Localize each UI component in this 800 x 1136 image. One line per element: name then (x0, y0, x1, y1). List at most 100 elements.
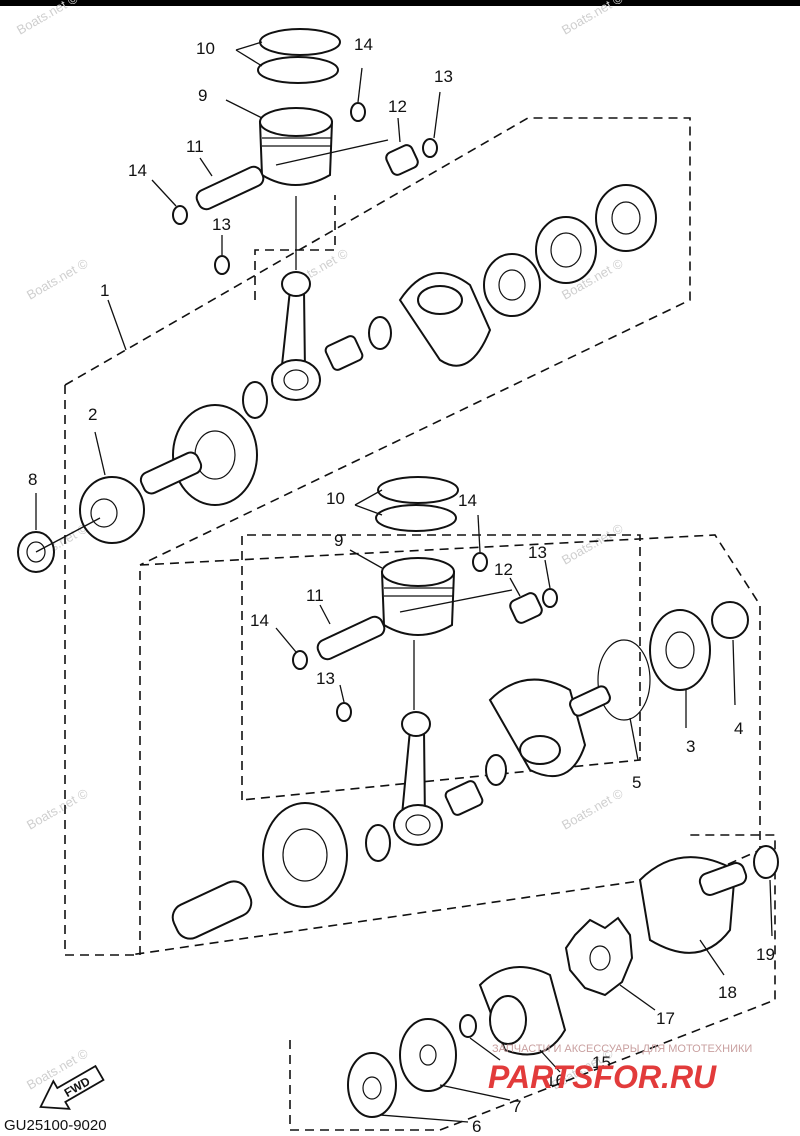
piston-ring (375, 504, 457, 532)
crank-pin-sleeve (444, 780, 484, 816)
main-bearing (483, 253, 541, 317)
callout-13: 13 (434, 67, 453, 86)
bearing-bore (665, 631, 695, 669)
group-outlines (64, 117, 776, 1131)
bearing-2 (79, 476, 145, 544)
rod-small-end (281, 271, 311, 297)
leader-line (94, 431, 106, 476)
leader-line (397, 117, 401, 143)
leader-line (629, 717, 639, 761)
thrust-washer (214, 255, 230, 275)
assembly-middle-outline (241, 534, 641, 801)
lower-piston-assembly (275, 476, 558, 846)
leader-line (539, 1049, 561, 1073)
crank-pin-boss (519, 735, 561, 765)
piston-ring (259, 28, 341, 56)
flywheel-hub (282, 828, 328, 882)
callout-12: 12 (388, 97, 407, 116)
callout-14: 14 (354, 35, 373, 54)
piston-crown (381, 557, 455, 587)
leader-line (235, 41, 263, 51)
brand-logo: PARTSFOR.RU (488, 1059, 717, 1095)
washer (485, 754, 507, 786)
leader-line (349, 549, 383, 569)
washer-15 (459, 1014, 477, 1038)
leader-line (477, 514, 481, 553)
watermark: Boats.net © (559, 785, 626, 832)
callout-4: 4 (734, 719, 743, 738)
rod-big-end-bore (405, 814, 431, 836)
circlip (292, 650, 308, 670)
callout-19: 19 (756, 945, 775, 964)
piston-ring (377, 476, 459, 504)
needle-bearing (509, 592, 543, 624)
callout-14: 14 (250, 611, 269, 630)
crank-pin (171, 880, 253, 940)
callout-17: 17 (656, 1009, 675, 1028)
leader-line (35, 517, 101, 553)
brand-tagline: ЗАПЧАСТИ И АКСЕССУАРЫ ДЛЯ МОТОТЕХНИКИ (492, 1043, 752, 1055)
leader-line (357, 67, 363, 103)
coupling-hub (489, 995, 527, 1045)
bushing-4 (711, 601, 749, 639)
leader-line (379, 1114, 469, 1123)
part-code: GU25100-9020 (4, 1117, 107, 1134)
callout-9: 9 (198, 86, 207, 105)
thrust-washer (336, 702, 352, 722)
circlip (472, 552, 488, 572)
rotor-shaft (698, 862, 748, 896)
callout-3: 3 (686, 737, 695, 756)
leader-line (619, 984, 656, 1011)
callout-6: 6 (472, 1117, 481, 1136)
plate-7 (399, 1018, 457, 1092)
washer (368, 316, 392, 350)
watermark: Boats.net © (24, 255, 91, 302)
crank-web (488, 678, 587, 778)
callout-11: 11 (306, 586, 324, 605)
leader-line (769, 879, 773, 937)
callout-14: 14 (458, 491, 477, 510)
callout-13: 13 (528, 543, 547, 562)
needle-bearing (385, 144, 419, 176)
bearing-3 (649, 609, 711, 691)
leader-line (339, 684, 345, 703)
leader-line (151, 179, 177, 207)
leader-line (319, 604, 331, 625)
callout-labels: 10 14 9 13 12 11 14 13 1 2 8 10 14 9 13 … (28, 35, 775, 1136)
leader-line (199, 157, 213, 177)
leader-line (235, 49, 263, 67)
crank-pin-boss (417, 285, 463, 315)
leader-line (509, 577, 521, 597)
piston-pin (195, 165, 265, 211)
leader-line (275, 627, 297, 653)
leader-line (225, 99, 263, 119)
crank-flywheel (262, 802, 348, 908)
callout-2: 2 (88, 405, 97, 424)
callout-12: 12 (494, 560, 513, 579)
leader-line (469, 1037, 501, 1061)
leader-line (732, 639, 736, 706)
callout-15: 15 (592, 1053, 611, 1072)
main-bearing (595, 184, 657, 252)
bearing-bore (90, 498, 118, 528)
callout-5: 5 (632, 773, 641, 792)
washer (365, 824, 391, 862)
assembly-1-outline (64, 385, 761, 956)
piston-group-upper (254, 195, 336, 300)
callout-13: 13 (316, 669, 335, 688)
callout-9: 9 (334, 531, 343, 550)
plate-bore (362, 1076, 382, 1100)
bearing-bore (498, 269, 526, 301)
callout-14: 14 (128, 161, 147, 180)
bearing-bore (611, 201, 641, 235)
rotor-group (347, 845, 779, 1123)
callout-8: 8 (28, 470, 37, 489)
crank-pin-sleeve (324, 335, 364, 371)
gear-bore (589, 945, 611, 971)
oil-seal (535, 216, 597, 284)
snap-ring-5 (597, 639, 651, 721)
fwd-arrow-shape (39, 1064, 105, 1110)
piston-pin (316, 615, 386, 661)
